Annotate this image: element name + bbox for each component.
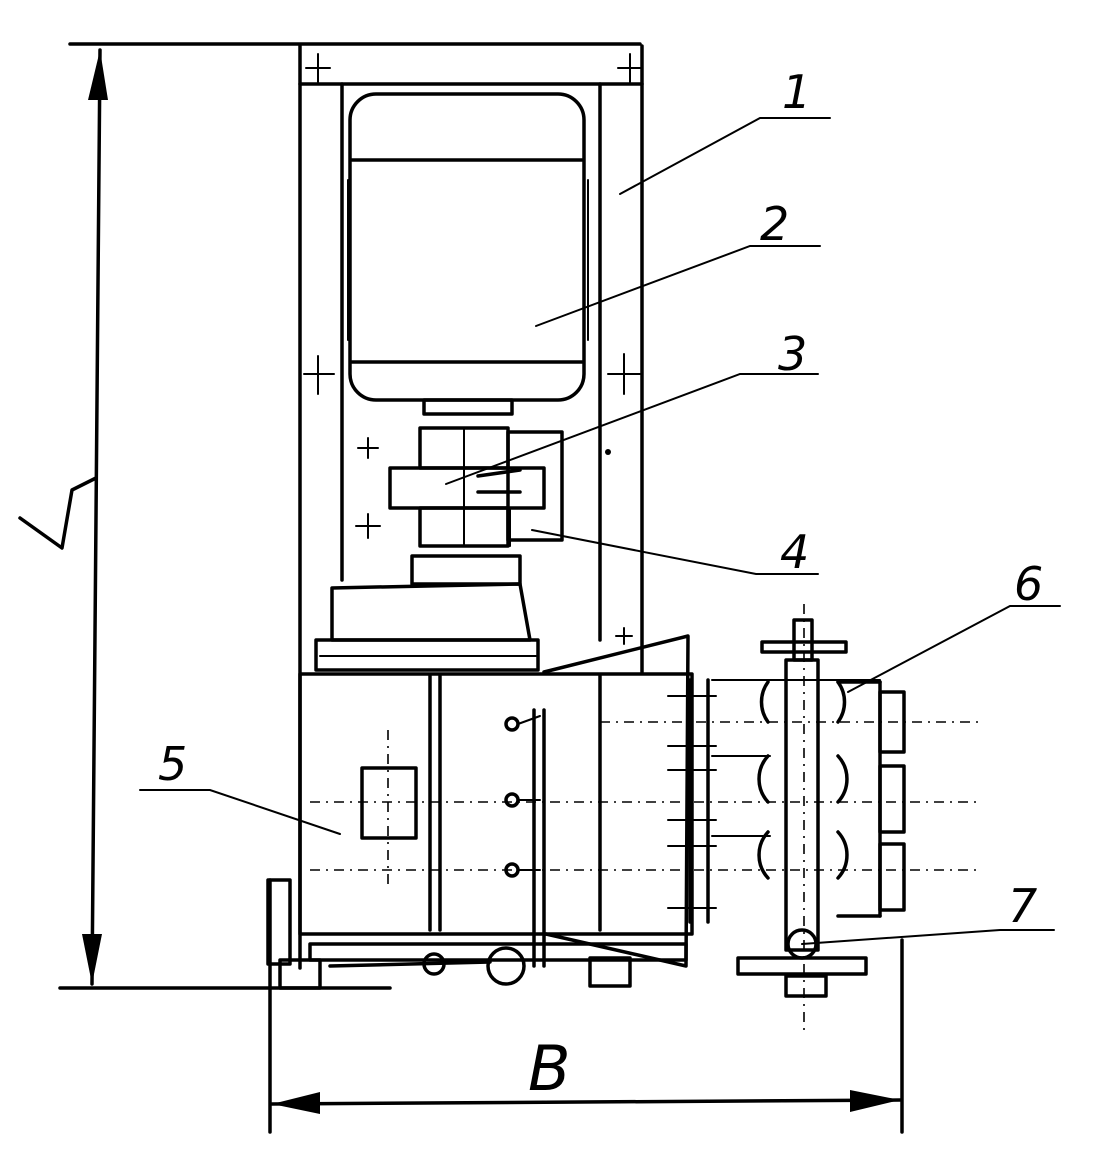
reducer: [314, 554, 540, 672]
callout-labels: 1 2 3 4 5 6 7: [158, 65, 1043, 933]
callout-leaders: [139, 117, 1061, 945]
base-frame: [266, 878, 688, 990]
dimension-width-label: B: [528, 1032, 571, 1105]
callout-7: 7: [1008, 879, 1037, 933]
pump-housing: [298, 634, 980, 968]
callout-1: 1: [782, 65, 811, 119]
callout-6: 6: [1014, 557, 1043, 611]
callout-2: 2: [760, 197, 789, 251]
coupling: [355, 426, 611, 548]
callout-4: 4: [780, 525, 809, 579]
distributor: [736, 604, 906, 1030]
dimension-height-label-glyph: [18, 476, 98, 550]
dimension-width: [268, 878, 904, 1134]
callout-5: 5: [158, 737, 187, 791]
dimension-height: [58, 42, 642, 990]
flange-bolts: [667, 678, 881, 924]
electric-motor: [347, 92, 589, 416]
callout-3: 3: [778, 327, 807, 381]
